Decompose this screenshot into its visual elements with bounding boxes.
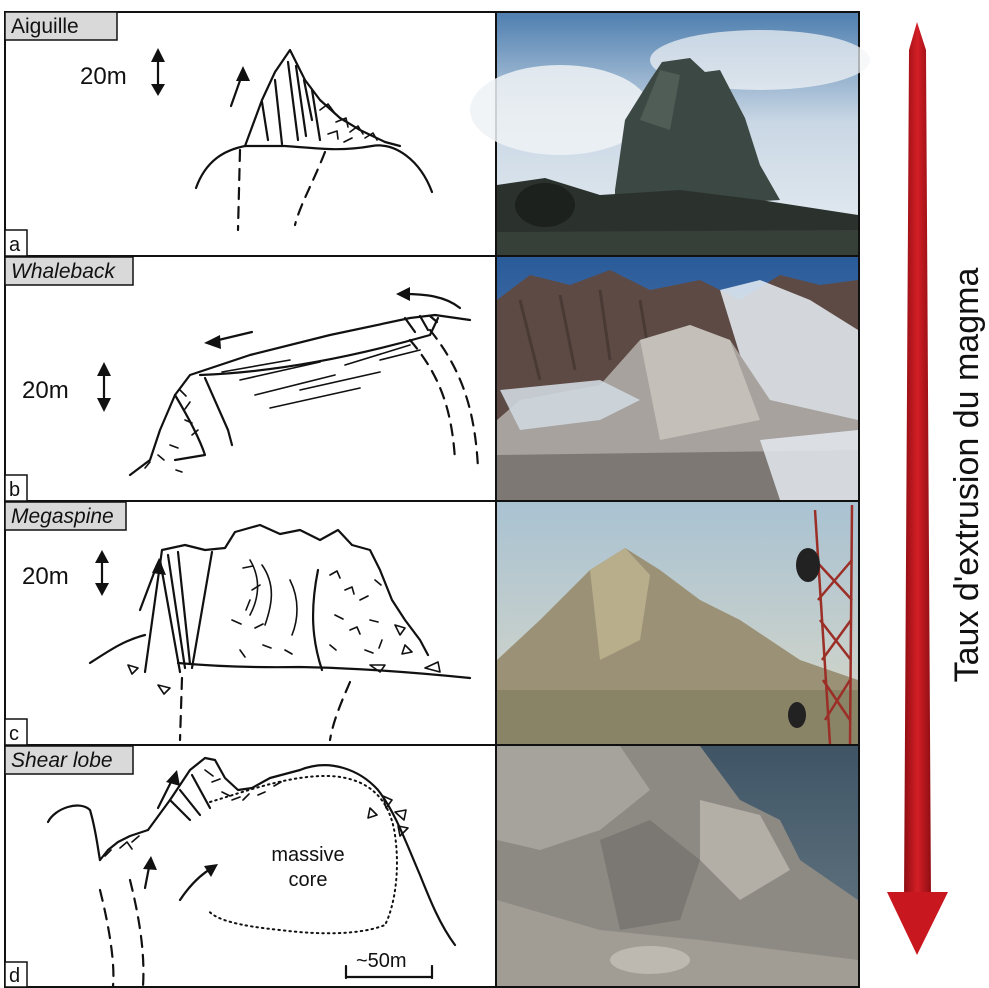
panel-letter-c: c <box>9 723 19 745</box>
panel-grid <box>4 11 860 988</box>
panel-title-a: Aiguille <box>11 15 79 38</box>
photo-aiguille <box>470 13 870 255</box>
sketch-whaleback <box>128 287 480 477</box>
shear-lobe-scale-bar <box>344 964 434 980</box>
panel-title-c: Megaspine <box>11 505 114 528</box>
scale-label-d: ~50m <box>356 950 407 972</box>
panel-title-d: Shear lobe <box>11 749 113 772</box>
panel-title-b: Whaleback <box>11 260 116 283</box>
shear-lobe-spine <box>146 756 302 832</box>
photo-shear-lobe <box>497 746 858 986</box>
photo-whaleback <box>497 257 858 500</box>
shear-lobe-arrow-right <box>178 866 214 902</box>
panel-letter-b: b <box>9 479 20 501</box>
photo-megaspine <box>497 502 858 745</box>
panel-label-b: Whaleback <box>4 256 134 286</box>
scale-label-c: 20m <box>22 563 69 590</box>
scale-label-b: 20m <box>22 377 69 404</box>
panel-letters: a b c d <box>4 229 28 988</box>
panel-letter-d: d <box>9 965 20 987</box>
panel-label-a: Aiguille <box>4 11 118 41</box>
massive-core-label-line1: massive <box>271 844 344 866</box>
extrusion-rate-arrow <box>887 22 948 955</box>
scale-arrows <box>95 48 165 596</box>
megaspine-body <box>143 523 430 674</box>
sketch-aiguille <box>194 48 434 232</box>
panel-label-d: Shear lobe <box>4 745 134 775</box>
aiguille-spine <box>243 48 402 148</box>
sketch-megaspine <box>88 523 472 742</box>
sketch-shear-lobe <box>46 756 457 988</box>
extrusion-rate-label: Taux d'extrusion du magma <box>948 268 986 683</box>
panel-letter-a: a <box>9 234 21 256</box>
massive-core-label-line2: core <box>289 869 328 891</box>
whaleback-motion-arrow-upper <box>401 292 462 310</box>
whaleback-body <box>128 313 472 477</box>
scale-label-a: 20m <box>80 63 127 90</box>
panel-label-c: Megaspine <box>4 501 127 531</box>
